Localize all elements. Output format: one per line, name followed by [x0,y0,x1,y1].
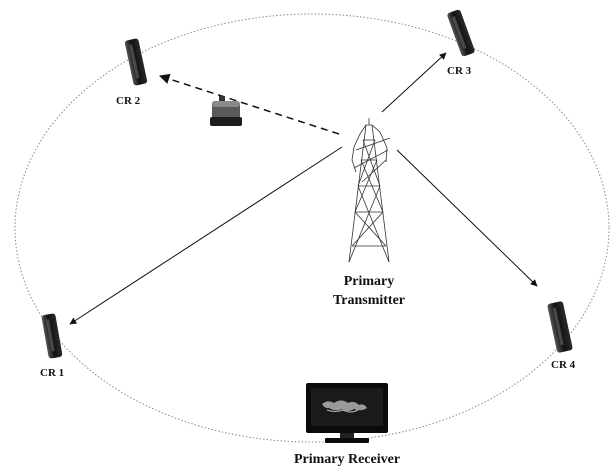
transmitter-label: Primary Transmitter [310,272,428,310]
cr3-phone-icon [447,9,476,57]
cr3-label: CR 3 [447,65,471,77]
router-icon [210,96,242,126]
cr4-phone-icon [547,301,573,353]
cr1-phone-icon [41,313,62,359]
transmitter-label-line2: Transmitter [310,291,428,310]
cr1-label: CR 1 [40,367,64,379]
monitor-icon [306,383,388,443]
link-to-cr2 [160,76,339,134]
cr4-label: CR 4 [551,359,575,371]
link-to-cr1 [70,147,342,324]
cr2-label: CR 2 [116,95,140,107]
transmitter-label-line1: Primary [310,272,428,291]
link-to-cr4 [397,150,537,286]
coverage-boundary [15,14,609,442]
link-to-cr3 [382,53,446,112]
cr2-phone-icon [124,38,147,86]
tower-icon [349,118,390,262]
receiver-label: Primary Receiver [272,450,422,469]
